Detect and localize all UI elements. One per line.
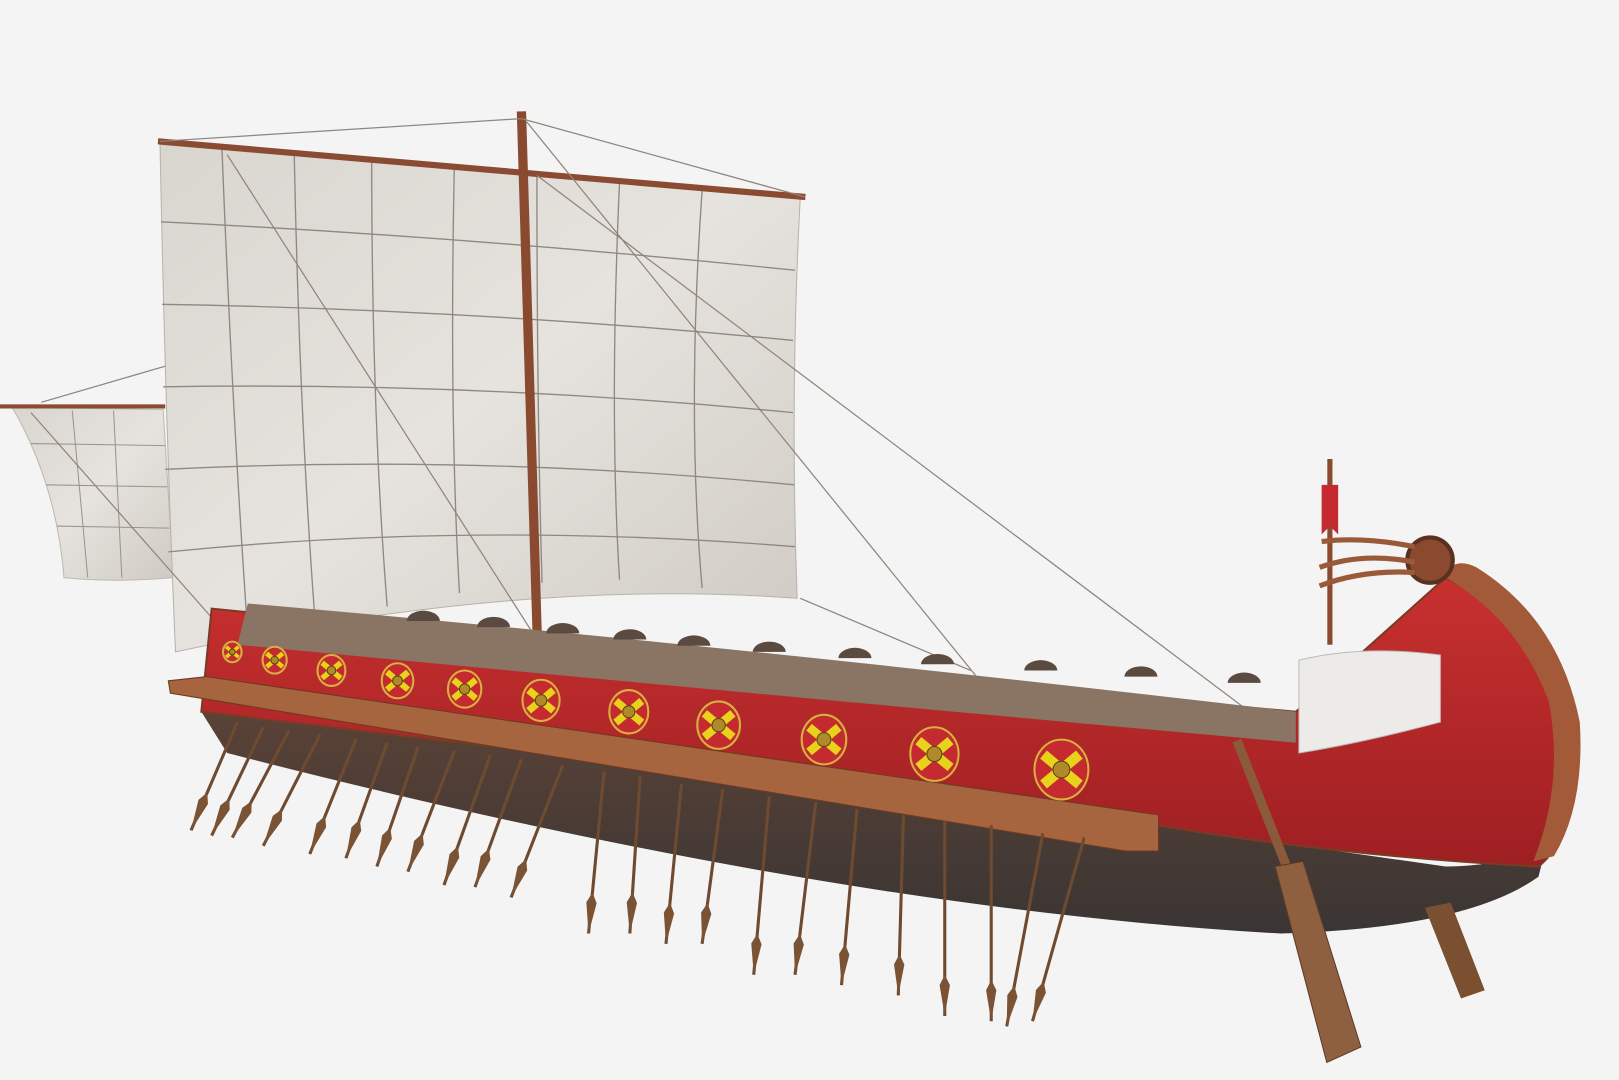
oar [406,750,456,873]
oar [700,788,725,945]
rear-shield [406,610,440,621]
oar [663,783,684,944]
second-rudder [1424,902,1485,999]
oar [473,758,523,888]
stern-canopy [1298,650,1441,754]
oar-blade [1006,985,1018,1027]
oar-blade [986,979,997,1022]
rear-shield [1124,666,1158,677]
oar [230,729,291,839]
oar-blade [839,943,850,986]
hull [200,459,1581,934]
standard-banner [1321,484,1339,535]
shield [380,662,415,700]
shield [221,640,243,664]
oar [189,721,239,831]
oars [189,721,1086,1027]
oar [586,771,606,934]
rear-shield [838,647,872,659]
shield [1033,738,1090,801]
oar [939,821,950,1017]
oar-blade [663,902,675,944]
oar [375,746,420,867]
shield [521,678,561,723]
oar-blade [474,848,491,888]
rear-shield [613,629,647,640]
oar-blade [211,798,230,836]
oar-blade [793,933,804,975]
oar [308,737,358,855]
oar [344,742,389,859]
shield [909,726,960,782]
oar [839,808,859,986]
oar-blade [263,809,283,846]
oar-blade [309,815,327,855]
oar [1031,837,1086,1022]
oar-blade [232,801,252,838]
oar [442,754,492,886]
oar [1005,833,1045,1027]
steering-oar [1232,738,1485,1064]
mast [516,111,543,661]
oar-blade [407,833,424,872]
rear-shield [1024,660,1058,671]
oar-blade [626,892,638,934]
rear-shield [477,616,511,628]
oar-blade [376,827,392,867]
inner-deck-wall [237,603,1296,743]
oar [793,802,818,975]
shield [446,669,483,709]
rear-shield [921,653,955,665]
stern-rails [1318,537,1416,589]
oar [751,796,771,975]
oar [894,814,906,996]
rear-shield [546,623,580,634]
oar [509,764,565,898]
oar-blade [191,792,208,831]
oar-blade [345,819,362,859]
main-yard [157,138,806,201]
oar [210,726,265,837]
shield [261,645,288,675]
oar [261,733,322,847]
oar [626,775,642,934]
rear-shields [406,610,1261,683]
rear-shield [1227,672,1261,683]
main-sail [159,143,801,653]
oar-blade [701,902,712,944]
stern-post [1445,563,1581,862]
oar [986,825,997,1022]
shields [221,640,1090,801]
shield [696,700,742,750]
shield [800,713,848,766]
outrigger-deck [167,676,1160,852]
oar-blade [511,858,528,898]
oar-blade [586,892,597,934]
shield [608,689,650,735]
oar-blade [751,933,762,975]
oar-blade [1032,981,1046,1022]
oar-blade [443,846,460,886]
shield [316,653,347,687]
oar-blade [894,954,905,996]
rigging-lines [30,118,1292,744]
rear-shield [677,635,711,646]
oar-blade [939,974,950,1017]
rear-sail [0,404,175,581]
sail-seams [161,149,796,635]
rear-shield [752,641,786,652]
